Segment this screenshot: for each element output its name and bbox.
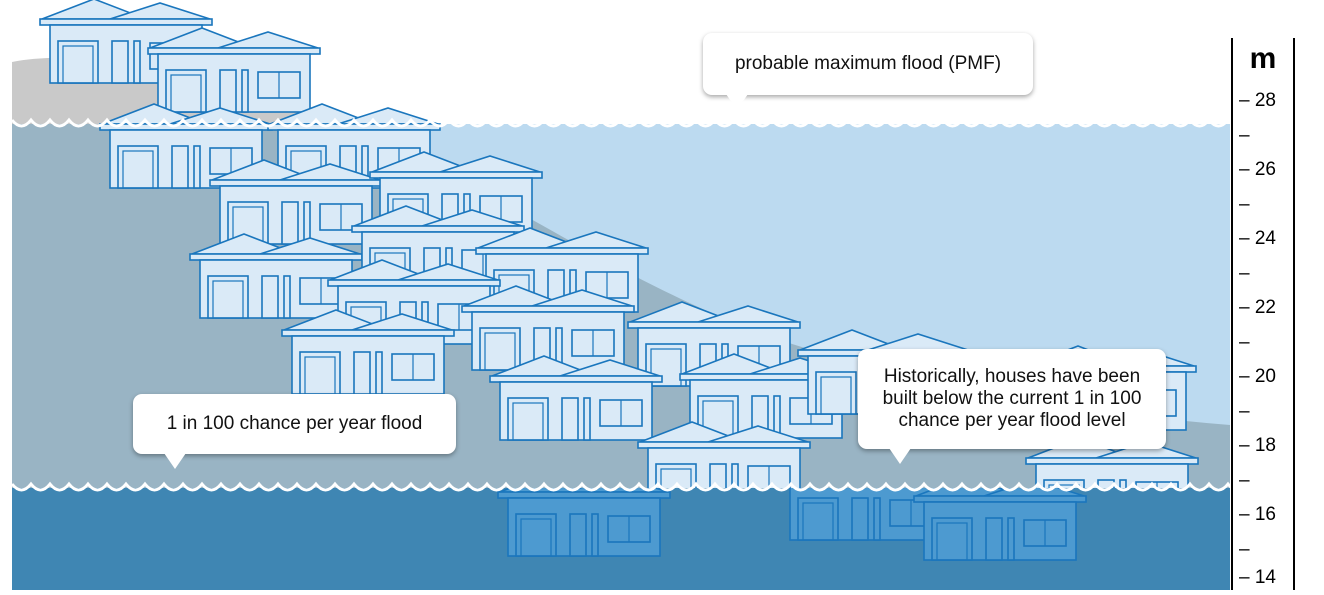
one-in-100-callout: 1 in 100 chance per year flood: [133, 394, 456, 469]
scale-tick-26: – 26: [1239, 159, 1276, 180]
historic-callout-pointer: [889, 448, 911, 464]
height-scale: m – 28 – – 26 – – 24 – – 22 – – 20 – – 1…: [1231, 38, 1295, 590]
house: [489, 355, 663, 441]
historic-callout: Historically, houses have been built bel…: [858, 349, 1166, 464]
submerged-houses: [497, 488, 1087, 561]
submerged-house: [913, 488, 1087, 561]
pmf-wave-line: [10, 117, 1249, 128]
scale-tick-20: – 20: [1239, 366, 1276, 387]
scale-tick-16: – 16: [1239, 504, 1276, 525]
scale-tick-24: – 24: [1239, 228, 1276, 249]
pmf-waves: [10, 117, 1249, 128]
house: [281, 309, 455, 395]
one-in-100-waves: [10, 481, 1249, 492]
historic-label: Historically, houses have been built bel…: [882, 366, 1142, 431]
scale-minor-tick: –: [1239, 539, 1250, 560]
scale-minor-tick: –: [1239, 470, 1250, 491]
scale-unit: m: [1249, 42, 1277, 75]
one-in-100-label: 1 in 100 chance per year flood: [166, 413, 423, 434]
scale-tick-14: – 14: [1239, 567, 1276, 588]
scale-minor-tick: –: [1239, 332, 1250, 353]
one-in-100-wave-line: [10, 481, 1249, 492]
scale-minor-tick: –: [1239, 194, 1250, 215]
house: [189, 233, 363, 319]
pmf-callout: probable maximum flood (PMF): [703, 33, 1033, 110]
pmf-callout-pointer: [726, 94, 748, 110]
scale-tick-22: – 22: [1239, 297, 1276, 318]
scale-minor-tick: –: [1239, 401, 1250, 422]
house: [147, 27, 321, 113]
scale-tick-28: – 28: [1239, 90, 1276, 111]
scale-minor-tick: –: [1239, 125, 1250, 146]
house: [475, 227, 649, 313]
pmf-label: probable maximum flood (PMF): [734, 53, 1002, 74]
scale-minor-tick: –: [1239, 263, 1250, 284]
scale-tick-18: – 18: [1239, 435, 1276, 456]
one-in-100-callout-pointer: [164, 453, 186, 469]
